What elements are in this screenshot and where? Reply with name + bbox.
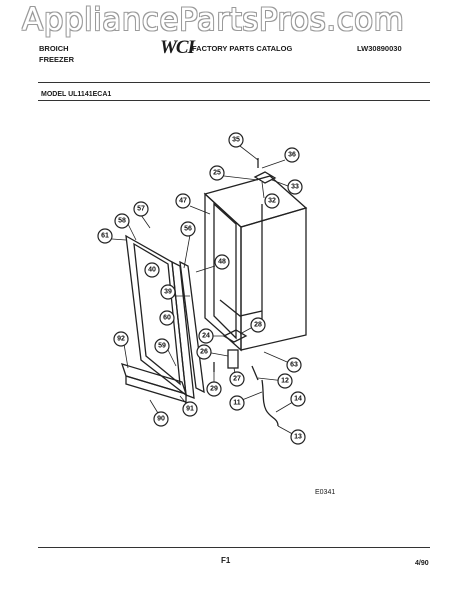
top-hinge <box>253 158 277 184</box>
svg-text:14: 14 <box>294 396 302 403</box>
watermark: AppliancePartsPros.com <box>22 2 405 38</box>
svg-text:33: 33 <box>291 184 299 191</box>
svg-text:35: 35 <box>232 137 240 144</box>
callout-24: 24 <box>198 328 214 344</box>
page-number: F1 <box>221 556 231 565</box>
drain-tube <box>261 379 279 427</box>
svg-text:56: 56 <box>184 226 192 233</box>
svg-text:24: 24 <box>202 333 210 340</box>
catalog-date: 4/90 <box>415 560 429 567</box>
callout-11: 11 <box>229 395 245 411</box>
wci-logo: WCI <box>160 37 195 58</box>
freezer-cabinet <box>203 175 308 352</box>
callout-28: 28 <box>250 317 266 333</box>
brand-line-2: FREEZER <box>39 55 75 64</box>
callout-32: 32 <box>264 193 280 209</box>
callout-13: 13 <box>290 429 306 445</box>
svg-text:58: 58 <box>118 218 126 225</box>
svg-text:59: 59 <box>158 343 166 350</box>
callout-33: 33 <box>287 179 303 195</box>
svg-text:92: 92 <box>117 336 125 343</box>
svg-text:47: 47 <box>179 198 187 205</box>
callout-58: 58 <box>114 213 130 229</box>
svg-text:48: 48 <box>218 259 226 266</box>
callout-56: 56 <box>180 221 196 237</box>
svg-text:91: 91 <box>186 406 194 413</box>
svg-text:26: 26 <box>200 349 208 356</box>
svg-text:11: 11 <box>233 400 241 407</box>
figure-code: E0341 <box>315 489 336 496</box>
svg-text:13: 13 <box>294 434 302 441</box>
catalog-title: FACTORY PARTS CATALOG <box>192 44 293 53</box>
door-gasket <box>179 260 205 394</box>
callout-47: 47 <box>175 193 191 209</box>
lower-hinge-parts <box>213 329 259 381</box>
callout-57: 57 <box>133 201 149 217</box>
svg-text:25: 25 <box>213 170 221 177</box>
callout-36: 36 <box>284 147 300 163</box>
document-number: LW30890030 <box>357 44 402 53</box>
callout-40: 40 <box>144 262 160 278</box>
callout-39: 39 <box>160 284 176 300</box>
svg-text:40: 40 <box>148 267 156 274</box>
svg-text:29: 29 <box>210 386 218 393</box>
footer-rule <box>38 547 430 548</box>
model-rule <box>38 100 430 101</box>
callout-92: 92 <box>113 331 129 347</box>
svg-text:60: 60 <box>163 315 171 322</box>
callout-35: 35 <box>228 132 244 148</box>
svg-text:28: 28 <box>254 322 262 329</box>
callout-90: 90 <box>153 411 169 427</box>
callout-59: 59 <box>154 338 170 354</box>
callout-27: 27 <box>229 371 245 387</box>
svg-text:39: 39 <box>164 289 172 296</box>
callout-91: 91 <box>182 401 198 417</box>
callout-63: 63 <box>286 357 302 373</box>
callout-48: 48 <box>214 254 230 270</box>
callout-14: 14 <box>290 391 306 407</box>
model-number: MODEL UL1141ECA1 <box>41 91 112 98</box>
brand-line-1: BROICH <box>39 44 69 53</box>
svg-text:90: 90 <box>157 416 165 423</box>
svg-text:12: 12 <box>281 378 289 385</box>
svg-text:63: 63 <box>290 362 298 369</box>
callout-29: 29 <box>206 381 222 397</box>
callout-26: 26 <box>196 344 212 360</box>
svg-text:32: 32 <box>268 198 276 205</box>
header-rule <box>38 82 430 83</box>
svg-text:27: 27 <box>233 376 241 383</box>
toe-grille <box>120 363 188 403</box>
callout-61: 61 <box>97 228 113 244</box>
svg-text:61: 61 <box>101 233 109 240</box>
svg-text:57: 57 <box>137 206 145 213</box>
svg-text:36: 36 <box>288 152 296 159</box>
callout-12: 12 <box>277 373 293 389</box>
callout-25: 25 <box>209 165 225 181</box>
callout-60: 60 <box>159 310 175 326</box>
